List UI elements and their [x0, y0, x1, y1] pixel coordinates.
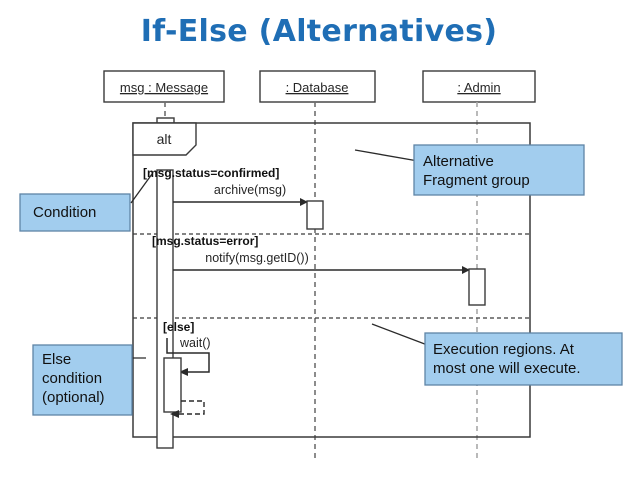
guard-else: [else]	[163, 320, 194, 334]
lifeline-label-database: : Database	[286, 80, 349, 95]
callout-box-execution-regions[interactable]	[424, 332, 623, 386]
message-label-wait: wait()	[179, 336, 211, 350]
callout-box-else-condition[interactable]	[32, 344, 133, 416]
activation-database	[306, 200, 324, 230]
leader-line-execution-regions	[371, 323, 431, 347]
arrowhead-archive	[300, 198, 308, 206]
message-label-archive: archive(msg)	[214, 183, 286, 197]
message-label-notify: notify(msg.getID())	[205, 251, 309, 265]
callout-box-condition[interactable]	[19, 193, 131, 232]
activation-message-self	[163, 357, 182, 413]
alt-operator-label: alt	[157, 131, 172, 147]
guard-error: [msg.status=error]	[152, 234, 258, 248]
lifeline-head-message	[103, 70, 225, 103]
message-self-wait	[166, 338, 210, 373]
message-return-wait	[172, 400, 205, 415]
lifeline-head-admin	[422, 70, 536, 103]
lifeline-head-database	[259, 70, 376, 103]
alt-fragment-frame	[132, 122, 531, 438]
lifeline-label-message: msg : Message	[120, 80, 208, 95]
leader-line-condition	[130, 173, 153, 204]
arrowhead-notify	[462, 266, 470, 274]
arrowhead-return-wait	[170, 410, 179, 418]
page-title: If-Else (Alternatives)	[140, 14, 498, 49]
callout-box-alternative-fragment[interactable]	[413, 144, 585, 196]
activation-admin	[468, 268, 486, 306]
lifeline-label-admin: : Admin	[457, 80, 500, 95]
leader-line-alternative-fragment	[354, 149, 419, 162]
alt-operator-tag	[132, 122, 197, 156]
guard-confirmed: [msg.status=confirmed]	[143, 166, 279, 180]
arrowhead-wait	[179, 368, 188, 376]
